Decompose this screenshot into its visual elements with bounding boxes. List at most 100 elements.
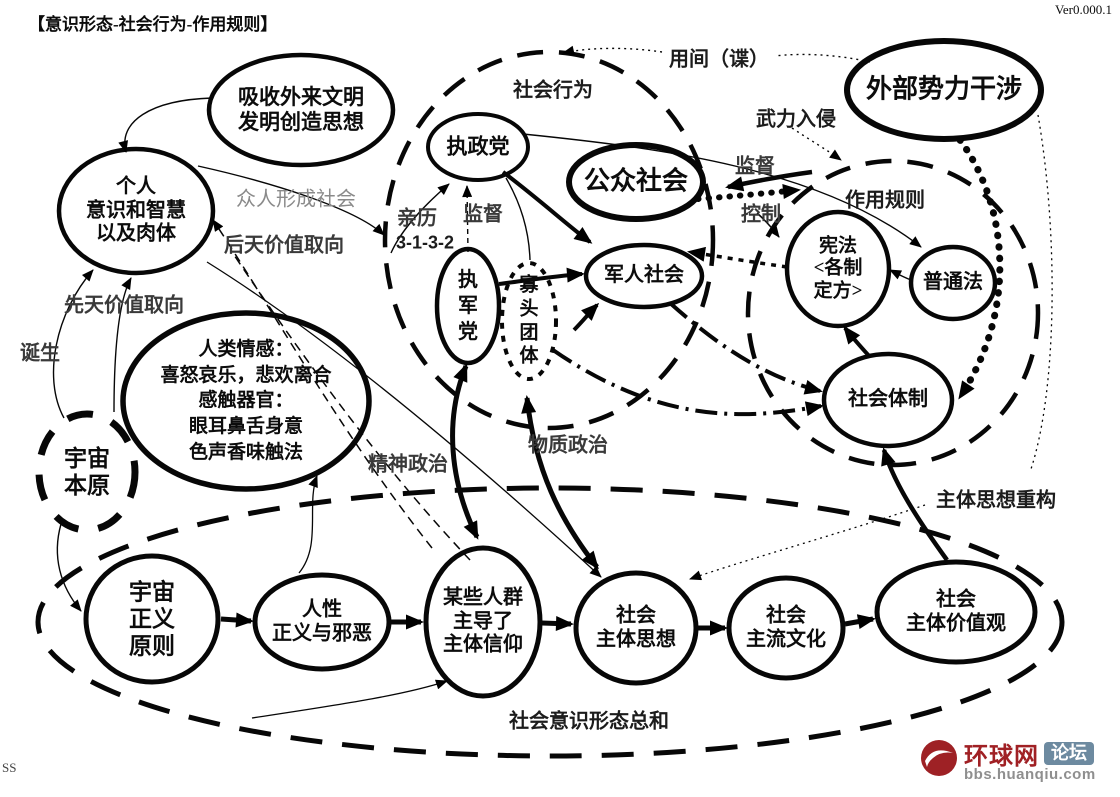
edge-reconstruction-to-thought — [689, 504, 926, 581]
label-supervise-society: 监督 — [735, 155, 775, 178]
edge-birth — [52, 269, 94, 419]
node-mainstream-culture: 社会 主流文化 — [746, 604, 826, 650]
edge-ruling-to-common-law — [522, 133, 922, 248]
edge-spiritual-politics — [450, 363, 480, 540]
edge-culture-to-values — [844, 614, 876, 630]
edge-external-to-social-system — [956, 136, 1004, 401]
edge-external-to-spy — [774, 53, 871, 63]
label-spiritual-politics: 精神政治 — [368, 453, 448, 476]
edge-origin-to-justice — [56, 523, 82, 612]
logo-url: bbs.huanqiu.com — [964, 766, 1096, 783]
edge-acquired-values — [212, 219, 433, 549]
node-cosmic-justice-shape — [83, 553, 221, 685]
edge-justice-to-nature — [220, 612, 254, 628]
node-oligarch-group-shape — [500, 261, 558, 381]
label-action-rules: 作用规则 — [845, 189, 925, 212]
node-mainstream-culture-shape — [726, 575, 846, 681]
edge-acquired-values-2 — [231, 251, 471, 561]
label-innate-values: 先天价值取向 — [64, 294, 184, 317]
edge-individual-to-thought — [206, 261, 602, 578]
edge-innate-values — [113, 277, 132, 413]
node-public-society-shape — [566, 142, 706, 222]
node-military-society: 军人社会 — [604, 264, 684, 287]
node-external-forces: 外部势力干涉 — [865, 74, 1023, 104]
edge-system-to-constitution — [843, 325, 872, 359]
node-social-system: 社会体制 — [848, 388, 928, 411]
page-title: 【意识形态-社会行为-作用规则】 — [28, 15, 278, 34]
label-material-politics: 物质政治 — [528, 434, 608, 457]
label-sequence-code: 3-1-3-2 — [395, 232, 455, 253]
node-public-society: 公众社会 — [583, 166, 689, 196]
edge-ruling-to-oligarch — [505, 177, 531, 261]
node-external-forces-shape — [844, 38, 1044, 142]
version-label: Ver0.000.1 — [1054, 2, 1112, 17]
edge-constitution-to-military — [687, 246, 788, 269]
node-constitution: 宪法 <各制 定方> — [813, 235, 863, 302]
node-military-party: 执 军 党 — [458, 269, 478, 343]
label-acquired-values: 后天价值取向 — [224, 234, 344, 257]
label-ideology-sum: 社会意识形态总和 — [509, 710, 669, 733]
edge-control — [756, 212, 780, 238]
edge-crowd-forms-society — [197, 165, 385, 236]
edge-supervise-ruling-party — [462, 185, 473, 253]
label-supervise-party: 监督 — [463, 203, 503, 226]
node-common-law-shape — [908, 244, 998, 322]
label-personal-experience: 亲历 — [397, 207, 437, 230]
node-common-law: 普通法 — [923, 271, 983, 294]
edge-supervise-rules — [695, 184, 801, 202]
node-constitution-shape — [784, 209, 892, 329]
edge-nature-to-emotion — [298, 475, 318, 574]
node-cosmic-origin: 宇宙 本原 — [64, 445, 110, 498]
node-social-values: 社会 主体价值观 — [906, 588, 1006, 634]
edge-external-to-reconstruction — [1029, 114, 1053, 473]
node-cosmic-justice: 宇宙 正义 原则 — [129, 579, 175, 659]
node-human-nature: 人性 正义与邪恶 — [272, 598, 372, 644]
edge-personal-experience — [390, 183, 450, 254]
logo-site-name: 环球网 — [964, 742, 1039, 770]
node-oligarch-group: 寡 头 团 体 — [519, 274, 539, 367]
logo-badge: 论坛 — [1044, 741, 1094, 765]
node-individual-mind-shape — [56, 146, 216, 276]
corner-mark: SS — [2, 760, 17, 775]
edge-party-to-military-society — [498, 267, 585, 286]
node-military-society-shape — [583, 242, 705, 310]
label-birth: 诞生 — [20, 342, 60, 365]
node-social-main-thought-shape — [573, 570, 699, 686]
edge-material-politics — [521, 395, 599, 570]
node-ruling-party-shape — [426, 112, 530, 182]
node-absorb-civilization: 吸收外来文明 发明创造思想 — [238, 85, 364, 134]
node-human-emotion-shape — [120, 310, 372, 492]
edge-absorb-to-individual — [118, 97, 213, 153]
edge-groups-to-thought — [541, 615, 574, 631]
edge-values-to-social-system — [881, 447, 949, 562]
label-social-behavior: 社会行为 — [513, 79, 593, 102]
node-absorb-civilization-shape — [206, 52, 396, 168]
edge-rules-to-public — [725, 169, 813, 192]
node-human-nature-shape — [252, 572, 392, 672]
node-cosmic-origin-shape — [35, 410, 139, 534]
node-individual-mind: 个人 意识和智慧 以及肉体 — [86, 175, 186, 245]
label-thought-reconstruction: 主体思想重构 — [936, 489, 1056, 512]
edge-armed-invasion — [791, 127, 842, 161]
huanqiu-logo-icon — [921, 740, 957, 776]
label-control: 控制 — [741, 203, 781, 226]
node-dominant-groups-shape — [423, 545, 543, 699]
edge-ruling-to-military-society — [501, 170, 593, 244]
label-spy: 用间（谍） — [669, 48, 769, 71]
edge-oligarch-to-social-system — [551, 348, 824, 417]
node-social-system-shape — [821, 351, 955, 449]
huanqiu-logo: 环球网 论坛 bbs.huanqiu.com — [920, 739, 1096, 783]
edge-commonlaw-to-constitution — [889, 269, 912, 281]
region-ideology-sum — [35, 485, 1065, 759]
edge-branch-to-military — [572, 302, 600, 332]
node-ruling-party: 执政党 — [446, 134, 510, 159]
node-social-values-shape — [874, 559, 1038, 665]
node-human-emotion: 人类情感： 喜怒哀乐，悲欢离合 感触器官： 眼耳鼻舌身意 色声香味触法 — [160, 338, 332, 463]
edge-spy-arrow — [562, 45, 663, 56]
edge-sum-to-groups — [251, 679, 448, 719]
edge-military-to-social-system — [668, 301, 823, 395]
label-armed-invasion: 武力入侵 — [756, 108, 836, 131]
node-dominant-groups: 某些人群 主导了 主体信仰 — [443, 586, 523, 656]
